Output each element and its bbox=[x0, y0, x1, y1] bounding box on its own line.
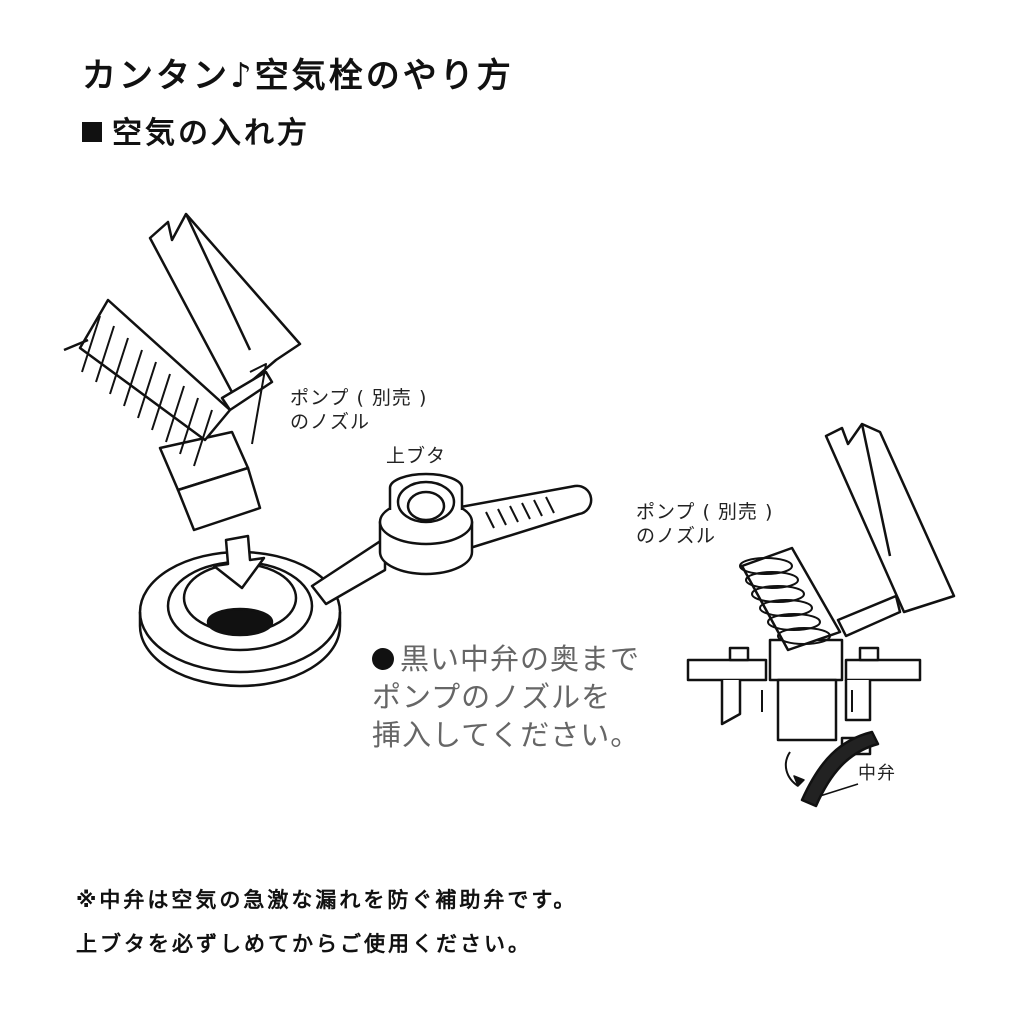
section-heading-text: 空気の入れ方 bbox=[112, 116, 310, 151]
instruction-text: 黒い中弁の奥まで ポンプのノズルを 挿入してください。 bbox=[372, 640, 640, 754]
instruction-line2: ポンプのノズルを bbox=[372, 680, 612, 714]
strap-tab bbox=[453, 484, 593, 550]
page-title: カンタン♪空気栓のやり方 bbox=[82, 56, 514, 96]
nozzle-label-right-line2: のノズル bbox=[636, 525, 717, 547]
strap-ridges bbox=[485, 496, 555, 529]
curved-arrow-icon bbox=[784, 751, 799, 787]
nozzle-label-left-line2: のノズル bbox=[290, 411, 371, 433]
pump-nozzle-right bbox=[739, 422, 956, 742]
middle-valve-label: 中弁 bbox=[858, 763, 896, 784]
cap-label: 上ブタ bbox=[386, 445, 447, 467]
note-line1: ※中弁は空気の急激な漏れを防ぐ補助弁です。 bbox=[76, 888, 578, 912]
nozzle-label-left: ポンプ ( 別売 ) のノズル bbox=[290, 386, 427, 434]
nozzle-label-right: ポンプ ( 別売 ) のノズル bbox=[636, 500, 773, 548]
strap bbox=[310, 536, 387, 606]
bullet-dot-icon bbox=[372, 648, 394, 670]
instruction-line1: 黒い中弁の奥まで bbox=[400, 642, 641, 676]
nozzle-label-right-line1: ポンプ ( 別売 ) bbox=[636, 501, 774, 523]
nozzle-label-left-line1: ポンプ ( 別売 ) bbox=[290, 387, 428, 409]
note-line2: 上ブタを必ずしめてからご使用ください。 bbox=[76, 932, 532, 956]
section-heading: 空気の入れ方 bbox=[82, 108, 310, 152]
middle-valve-flap bbox=[800, 730, 880, 808]
down-arrow-icon bbox=[212, 534, 266, 590]
top-cap bbox=[378, 472, 474, 576]
instruction-line3: 挿入してください。 bbox=[372, 718, 641, 752]
pump-nozzle-left bbox=[63, 212, 302, 532]
valve-cross-section bbox=[686, 646, 922, 756]
valve-base-left bbox=[138, 550, 342, 688]
square-bullet-icon bbox=[82, 122, 102, 142]
